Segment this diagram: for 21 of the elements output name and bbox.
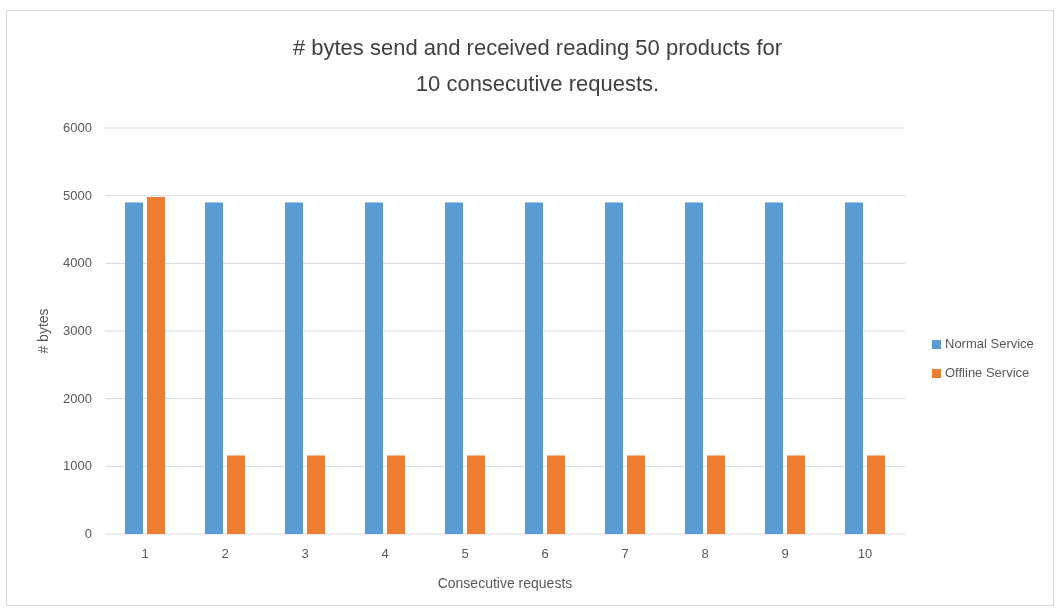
x-tick-label: 6 bbox=[540, 546, 550, 562]
legend-label: Normal Service bbox=[945, 336, 1034, 352]
x-tick-label: 7 bbox=[620, 546, 630, 562]
chart-title: # bytes send and received reading 50 products for 10 consecutive requests. bbox=[291, 34, 784, 98]
y-tick-label: 2000 bbox=[62, 390, 92, 407]
y-tick-label: 0 bbox=[83, 526, 92, 542]
x-tick-label: 4 bbox=[380, 546, 390, 562]
x-tick-label: 1 bbox=[140, 546, 150, 562]
x-tick-label: 8 bbox=[700, 546, 710, 562]
x-axis-title: Consecutive requests bbox=[436, 574, 574, 592]
y-tick-label: 6000 bbox=[62, 120, 92, 136]
y-tick-label: 1000 bbox=[62, 458, 92, 475]
x-tick-label: 10 bbox=[856, 546, 874, 562]
x-tick-label: 3 bbox=[300, 546, 310, 562]
x-tick-label: 5 bbox=[460, 546, 470, 562]
x-tick-label: 9 bbox=[780, 546, 790, 562]
legend-label: Offline Service bbox=[945, 365, 1030, 381]
x-tick-label: 2 bbox=[220, 546, 230, 562]
y-axis-title: # bytes bbox=[34, 308, 52, 354]
y-tick-label: 4000 bbox=[62, 255, 92, 272]
y-tick-label: 5000 bbox=[62, 187, 92, 204]
